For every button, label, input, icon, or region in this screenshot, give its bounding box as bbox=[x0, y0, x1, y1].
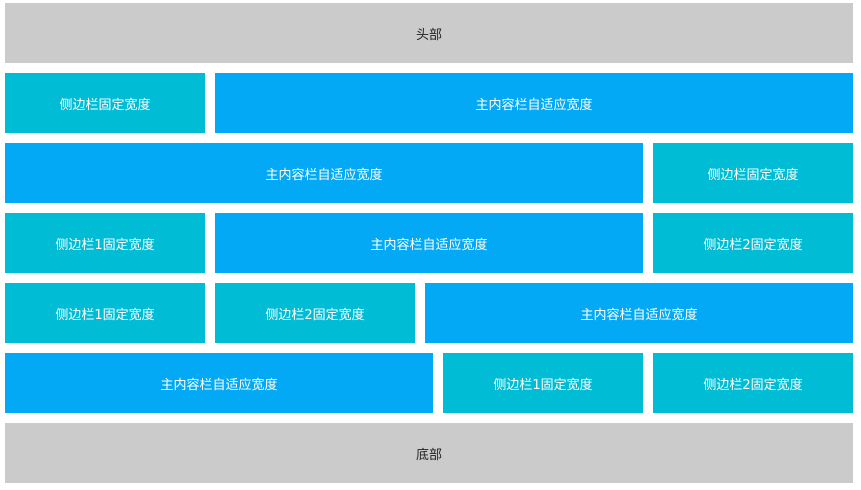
layout-row-1: 侧边栏固定宽度 主内容栏自适应宽度 bbox=[5, 73, 853, 133]
sidebar-fixed: 侧边栏固定宽度 bbox=[653, 143, 853, 203]
layout-row-2: 主内容栏自适应宽度 侧边栏固定宽度 bbox=[5, 143, 853, 203]
sidebar-1-fixed: 侧边栏1固定宽度 bbox=[443, 353, 643, 413]
sidebar-2-fixed: 侧边栏2固定宽度 bbox=[653, 353, 853, 413]
main-content-fluid: 主内容栏自适应宽度 bbox=[5, 143, 643, 203]
layout-row-4: 侧边栏1固定宽度 侧边栏2固定宽度 主内容栏自适应宽度 bbox=[5, 283, 853, 343]
layout-row-3: 侧边栏1固定宽度 主内容栏自适应宽度 侧边栏2固定宽度 bbox=[5, 213, 853, 273]
footer-row: 底部 bbox=[5, 423, 853, 483]
sidebar-1-fixed: 侧边栏1固定宽度 bbox=[5, 283, 205, 343]
sidebar-1-fixed: 侧边栏1固定宽度 bbox=[5, 213, 205, 273]
sidebar-fixed: 侧边栏固定宽度 bbox=[5, 73, 205, 133]
sidebar-2-fixed: 侧边栏2固定宽度 bbox=[215, 283, 415, 343]
layout-row-5: 主内容栏自适应宽度 侧边栏1固定宽度 侧边栏2固定宽度 bbox=[5, 353, 853, 413]
main-content-fluid: 主内容栏自适应宽度 bbox=[215, 73, 853, 133]
main-content-fluid: 主内容栏自适应宽度 bbox=[215, 213, 643, 273]
footer: 底部 bbox=[5, 423, 853, 483]
main-content-fluid: 主内容栏自适应宽度 bbox=[425, 283, 853, 343]
sidebar-2-fixed: 侧边栏2固定宽度 bbox=[653, 213, 853, 273]
main-content-fluid: 主内容栏自适应宽度 bbox=[5, 353, 433, 413]
header: 头部 bbox=[5, 3, 853, 63]
header-row: 头部 bbox=[5, 3, 853, 63]
layout-demo: 头部 侧边栏固定宽度 主内容栏自适应宽度 主内容栏自适应宽度 侧边栏固定宽度 侧… bbox=[5, 3, 853, 483]
